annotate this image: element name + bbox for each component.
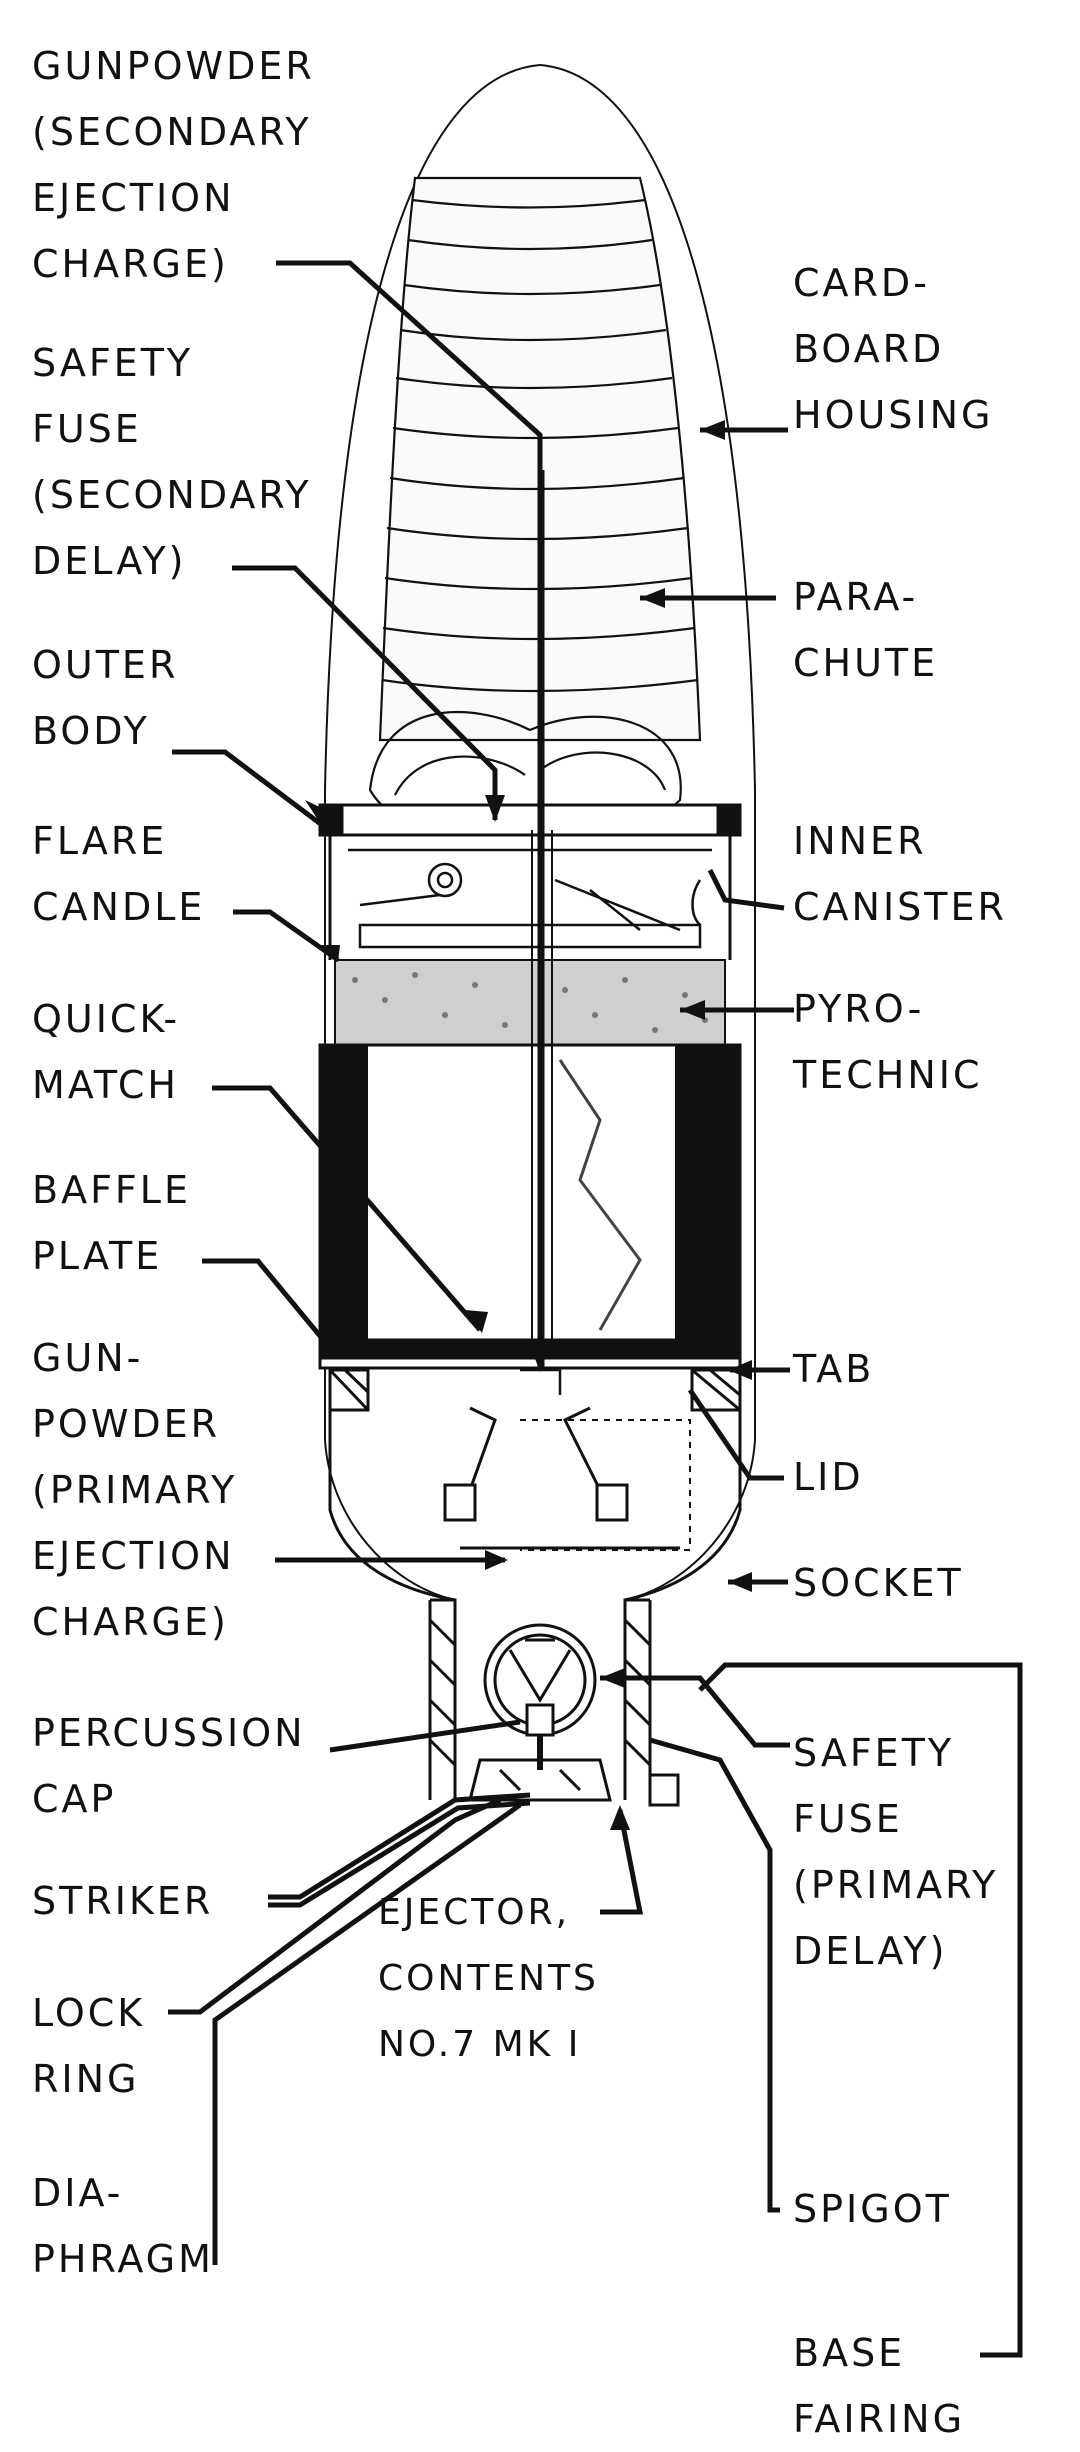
leader-inner-canister (707, 868, 785, 911)
label-socket: SOCKET (793, 1561, 964, 1605)
leader-diaphragm (212, 1802, 522, 2265)
flare-candle (318, 1043, 742, 1342)
leader-flare-candle (233, 909, 340, 963)
ejector-mechanism (468, 1623, 680, 1807)
leader-outer-body (172, 749, 324, 827)
label-diaphragm: DIA- PHRAGM (32, 2171, 214, 2281)
leader-lines (168, 260, 1023, 2358)
primary-ejection-chamber (328, 1406, 742, 1602)
leader-safety-fuse-primary (600, 1675, 790, 1748)
cardboard-housing (324, 64, 756, 1601)
leader-quickmatch (212, 1085, 482, 1332)
label-baffle-plate: BAFFLE PLATE (32, 1168, 191, 1278)
label-percussion-cap: PERCUSSION CAP (32, 1711, 306, 1821)
label-pyrotechnic: PYRO- TECHNIC (793, 987, 983, 1097)
label-safety-fuse-primary-delay: SAFETY FUSE (PRIMARY DELAY) (793, 1731, 999, 1973)
central-fuse-outline (531, 830, 553, 1340)
leader-gunpowder-secondary (276, 260, 543, 1370)
parachute (368, 176, 702, 831)
label-cardboard-housing: CARD- BOARD HOUSING (793, 261, 994, 437)
label-quickmatch: QUICK- MATCH (32, 997, 181, 1107)
inner-canister (348, 848, 712, 949)
lid (520, 1368, 562, 1395)
label-safety-fuse-secondary-delay: SAFETY FUSE (SECONDARY DELAY) (32, 341, 312, 583)
leader-lock-ring (168, 1797, 502, 2015)
leader-lid (687, 1388, 784, 1481)
label-gunpowder-primary-charge: GUN- POWDER (PRIMARY EJECTION CHARGE) (32, 1336, 238, 1644)
leader-percussion-cap (329, 1719, 521, 1753)
label-striker: STRIKER (32, 1879, 214, 1923)
label-parachute: PARA- CHUTE (793, 575, 939, 685)
leader-striker-b (268, 1800, 531, 1908)
label-tab: TAB (793, 1347, 875, 1391)
label-lock-ring: LOCK RING (32, 1991, 146, 2101)
label-lid: LID (793, 1455, 864, 1499)
label-inner-canister: INNER CANISTER (793, 819, 1007, 929)
leader-ejector (600, 1809, 644, 1915)
arrowheads (305, 420, 752, 1830)
label-base-fairing: BASE FAIRING (793, 2331, 966, 2441)
outer-body (318, 803, 742, 960)
label-ejector-contents: EJECTOR, CONTENTS NO.7 MK I (378, 1892, 599, 2065)
pyrotechnic (334, 959, 726, 1046)
label-spigot: SPIGOT (793, 2187, 952, 2231)
leader-spigot (649, 1737, 780, 2213)
label-gunpowder-secondary-charge: GUNPOWDER (SECONDARY EJECTION CHARGE) (32, 44, 315, 286)
leader-baffle-plate (202, 1258, 332, 1350)
baffle-plate (318, 1338, 742, 1412)
leader-base-fairing (698, 1662, 1023, 2358)
label-outer-body: OUTER BODY (32, 643, 179, 753)
leader-striker-a (268, 1792, 531, 1900)
label-flare-candle: FLARE CANDLE (32, 819, 206, 929)
